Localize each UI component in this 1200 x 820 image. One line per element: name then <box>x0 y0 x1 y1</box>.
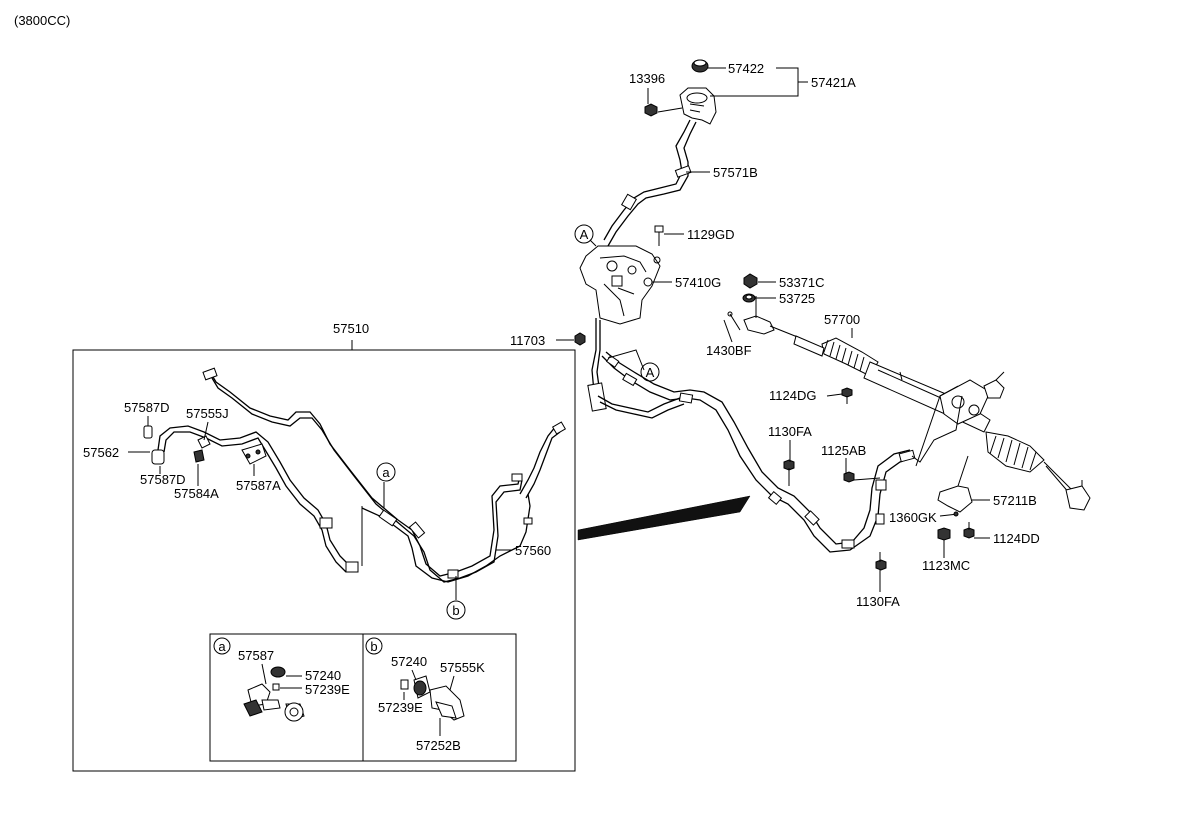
tie-rod-end-right[interactable] <box>1065 480 1091 511</box>
label-b-57555K: 57555K <box>440 660 485 675</box>
reservoir-cap[interactable] <box>691 59 709 73</box>
cooler-tube-57560[interactable] <box>202 367 567 583</box>
label-57571B: 57571B <box>713 165 758 180</box>
label-57587A: 57587A <box>236 478 281 493</box>
clamp-57555J[interactable] <box>197 435 211 449</box>
bracket-57584A[interactable] <box>193 449 205 463</box>
detail-a-clamp-57587[interactable] <box>243 683 305 722</box>
hose-57571B[interactable] <box>603 119 697 247</box>
label-a-57240: 57240 <box>305 668 341 683</box>
tie-rod-end-left[interactable] <box>743 296 801 339</box>
label-1129GD: 1129GD <box>687 227 734 242</box>
engine-caption: (3800CC) <box>14 13 70 28</box>
label-1124DD: 1124DD <box>993 531 1040 546</box>
callout-b-detail: b <box>365 637 383 655</box>
label-1130FA-upper: 1130FA <box>768 424 812 439</box>
label-57211B: 57211B <box>993 493 1037 508</box>
bolt-1125AB[interactable] <box>843 471 881 483</box>
svg-text:b: b <box>452 603 459 618</box>
label-57510: 57510 <box>333 321 369 336</box>
label-57410G: 57410G <box>675 275 721 290</box>
bolt-1124DD[interactable] <box>963 522 975 539</box>
label-1430BF: 1430BF <box>706 343 752 358</box>
label-b-57239E: 57239E <box>378 700 423 715</box>
bolt-1130FA-upper[interactable] <box>783 459 795 486</box>
bracket-57587A[interactable] <box>241 443 267 465</box>
reservoir-body[interactable] <box>679 87 717 125</box>
detail-b-clamp-57555K[interactable] <box>429 685 465 721</box>
label-a-57587: 57587 <box>238 648 274 663</box>
label-57584A: 57584A <box>174 486 219 501</box>
svg-text:a: a <box>382 465 390 480</box>
label-57560: 57560 <box>515 543 551 558</box>
detail-a-collar-57239E[interactable] <box>272 683 280 691</box>
label-a-57239E: 57239E <box>305 682 350 697</box>
callout-b-main: b <box>446 600 466 620</box>
cooler-lines-assembly-box <box>72 349 576 772</box>
zoom-pointer-wedge <box>577 495 751 541</box>
pressure-lines-to-rack[interactable] <box>597 351 916 553</box>
label-53371C: 53371C <box>779 275 825 290</box>
label-53725: 53725 <box>779 291 815 306</box>
label-1360GK: 1360GK <box>889 510 937 525</box>
bolt-1129GD[interactable] <box>654 225 664 246</box>
callout-A-pump: A <box>574 224 594 244</box>
label-13396: 13396 <box>629 71 665 86</box>
detail-a-grommet-57240[interactable] <box>270 666 286 678</box>
hose-pump-pressure[interactable] <box>587 318 607 412</box>
svg-text:A: A <box>580 227 589 242</box>
label-b-57240: 57240 <box>391 654 427 669</box>
label-57587D-lower: 57587D <box>140 472 186 487</box>
label-57555J: 57555J <box>186 406 229 421</box>
label-1130FA-lower: 1130FA <box>856 594 900 609</box>
callout-A-line: A <box>640 362 660 382</box>
detail-b-grommet-57240[interactable] <box>413 675 431 699</box>
bolt-1124DG[interactable] <box>841 387 853 404</box>
detail-b-bracket-57252B[interactable] <box>435 701 457 736</box>
svg-text:b: b <box>370 639 377 654</box>
bolt-1123MC[interactable] <box>937 527 951 550</box>
bolt-1360GK[interactable] <box>939 511 959 517</box>
callout-a-detail: a <box>213 637 231 655</box>
callout-a-main: a <box>376 462 396 482</box>
label-57562: 57562 <box>83 445 119 460</box>
bracket-57211B[interactable] <box>937 455 973 513</box>
cooler-hose-57562[interactable] <box>143 425 359 573</box>
bolt-11703[interactable] <box>574 332 586 346</box>
detail-b-collar-57239E[interactable] <box>400 679 409 690</box>
label-1123MC: 1123MC <box>922 558 970 573</box>
bolt-1130FA-lower[interactable] <box>875 552 887 571</box>
label-57587D-upper: 57587D <box>124 400 170 415</box>
washer-53725[interactable] <box>742 293 756 303</box>
label-1125AB: 1125AB <box>821 443 866 458</box>
svg-text:a: a <box>218 639 226 654</box>
label-57700: 57700 <box>824 312 860 327</box>
cotter-pin-1430BF[interactable] <box>727 311 741 331</box>
clamp-57587D-upper[interactable] <box>143 425 153 439</box>
label-57422: 57422 <box>728 61 764 76</box>
leader-lines <box>128 67 990 700</box>
label-b-57252B: 57252B <box>416 738 461 753</box>
nut-53371C[interactable] <box>743 273 758 289</box>
label-1124DG: 1124DG <box>769 388 816 403</box>
label-57421A: 57421A <box>811 75 856 90</box>
pump-bracket-57410G[interactable] <box>579 245 661 325</box>
svg-text:A: A <box>646 365 655 380</box>
bolt-13396[interactable] <box>644 103 658 117</box>
label-11703: 11703 <box>510 333 545 348</box>
